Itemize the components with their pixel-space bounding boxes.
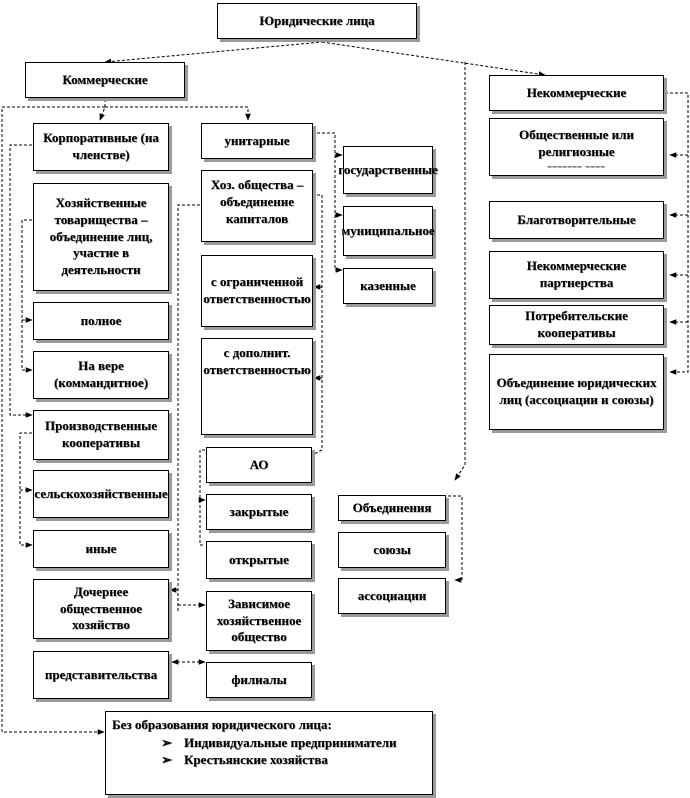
state-label: государственные: [338, 161, 438, 177]
public-underline: _______ ____: [547, 158, 606, 168]
commercial-box: Коммерческие: [25, 62, 185, 98]
treasury-box: казенные: [343, 268, 433, 304]
limited-box: На вере (коммандитное): [33, 351, 169, 399]
public-label: Общественные или религиозные: [519, 127, 634, 159]
union-box: Объединение юридических лиц (ассоциации …: [489, 354, 664, 430]
commercial-label: Коммерческие: [62, 71, 148, 87]
np-partnerships-box: Некоммерческие партнерства: [489, 251, 664, 299]
root-to-noncommercial-line: [321, 41, 546, 77]
associations-bracket-line: [448, 495, 463, 583]
partnerships-box: Хозяйственные товарищества – объединение…: [33, 183, 169, 291]
representation-label: представительства: [44, 666, 158, 682]
root-box: Юридические лица: [217, 3, 417, 39]
closed-box: закрытые: [206, 494, 312, 530]
open-box: открытые: [206, 541, 312, 579]
dependent-box: Зависимое хозяйственное общество: [206, 591, 312, 651]
assoc-box: ассоциации: [338, 578, 446, 614]
unitary-box: унитарные: [201, 123, 313, 159]
municipal-box: муниципальное: [341, 206, 435, 256]
limited-label: На вере (коммандитное): [53, 358, 149, 390]
unitary-label: унитарные: [224, 132, 290, 148]
commercial-to-unitary-line: [105, 106, 251, 121]
root-to-commercial-line: [104, 40, 323, 65]
alc-label: с дополнит. ответственностью: [203, 345, 311, 377]
cooperatives-label: Производственные кооперативы: [44, 418, 158, 450]
llc-box: с ограниченной ответственностью: [201, 255, 313, 327]
full-box: полное: [33, 302, 169, 340]
associations-box: Объединения: [338, 495, 446, 521]
partnerships-bracket-line: [21, 219, 33, 373]
agri-box: сельскохозяйственные: [33, 470, 169, 518]
state-box: государственные: [338, 146, 438, 194]
unitary-bracket-line: [312, 132, 343, 273]
other-box: иные: [33, 530, 169, 568]
no-entity-title: Без образования юридического лица:: [112, 717, 332, 732]
branches-box: филиалы: [206, 662, 312, 698]
assoc-label: ассоциации: [357, 587, 427, 603]
root-label: Юридические лица: [259, 12, 375, 28]
jsc-box: АО: [206, 447, 312, 483]
corporate-box: Корпоративные (на членстве): [33, 123, 169, 171]
subsidiary-label: Дочернее общественное хозяйство: [59, 583, 143, 633]
other-label: иные: [85, 540, 117, 556]
unions-label: союзы: [373, 541, 411, 557]
jsc-label: АО: [249, 456, 269, 472]
partnerships-label: Хозяйственные товарищества – объединение…: [49, 194, 153, 278]
noncommercial-box: Некоммерческие: [489, 75, 664, 111]
arrow-bullet-icon: ➢: [161, 734, 172, 750]
no-entity-item: ➢ Индивидуальные предприниматели: [112, 734, 426, 752]
noncommercial-bracket-line: [665, 92, 689, 375]
union-label: Объединение юридических лиц (ассоциации …: [496, 375, 657, 407]
no-entity-item-label: Индивидуальные предприниматели: [184, 734, 397, 750]
treasury-label: казенные: [360, 277, 416, 293]
societies-box: Хоз. общества – объединение капиталов: [201, 170, 313, 242]
no-entity-box: Без образования юридического лица: ➢ Инди…: [105, 711, 433, 795]
np-partnerships-label: Некоммерческие партнерства: [526, 258, 627, 290]
dependent-label: Зависимое хозяйственное общество: [216, 595, 302, 645]
corporate-bracket-line: [9, 144, 33, 418]
cooperatives-bracket-line: [19, 432, 33, 548]
full-label: полное: [80, 312, 122, 328]
cooperatives-box: Производственные кооперативы: [33, 410, 169, 460]
corporate-label: Корпоративные (на членстве): [43, 130, 159, 162]
open-label: открытые: [229, 551, 289, 567]
subsidiary-box: Дочернее общественное хозяйство: [33, 579, 169, 639]
societies-right-line: [311, 194, 323, 456]
closed-label: закрытые: [229, 503, 289, 519]
public-box: Общественные или религиозные _______ ___…: [489, 118, 664, 176]
charity-label: Благотворительные: [517, 211, 636, 227]
jsc-bracket-line: [199, 449, 205, 546]
noncommercial-label: Некоммерческие: [526, 84, 627, 100]
consumer-box: Потребительские кооперативы: [489, 305, 664, 345]
societies-label: Хоз. общества – объединение капиталов: [210, 177, 304, 226]
unions-box: союзы: [338, 532, 446, 568]
commercial-to-corporate-line: [99, 99, 106, 121]
consumer-label: Потребительские кооперативы: [525, 308, 628, 340]
llc-label: с ограниченной ответственностью: [203, 274, 311, 306]
representation-box: представительства: [33, 651, 169, 699]
alc-box: с дополнит. ответственностью: [201, 338, 313, 435]
branches-label: филиалы: [231, 671, 287, 687]
no-entity-item: ➢ Крестьянские хозяйства: [112, 751, 426, 769]
charity-box: Благотворительные: [489, 201, 664, 239]
municipal-label: муниципальное: [341, 222, 435, 238]
root-to-associations-line: [454, 62, 466, 481]
arrow-bullet-icon: ➢: [161, 752, 172, 768]
societies-bracket-line: [177, 204, 200, 612]
no-entity-item-label: Крестьянские хозяйства: [184, 752, 328, 768]
associations-label: Объединения: [352, 499, 432, 515]
agri-label: сельскохозяйственные: [34, 485, 168, 501]
